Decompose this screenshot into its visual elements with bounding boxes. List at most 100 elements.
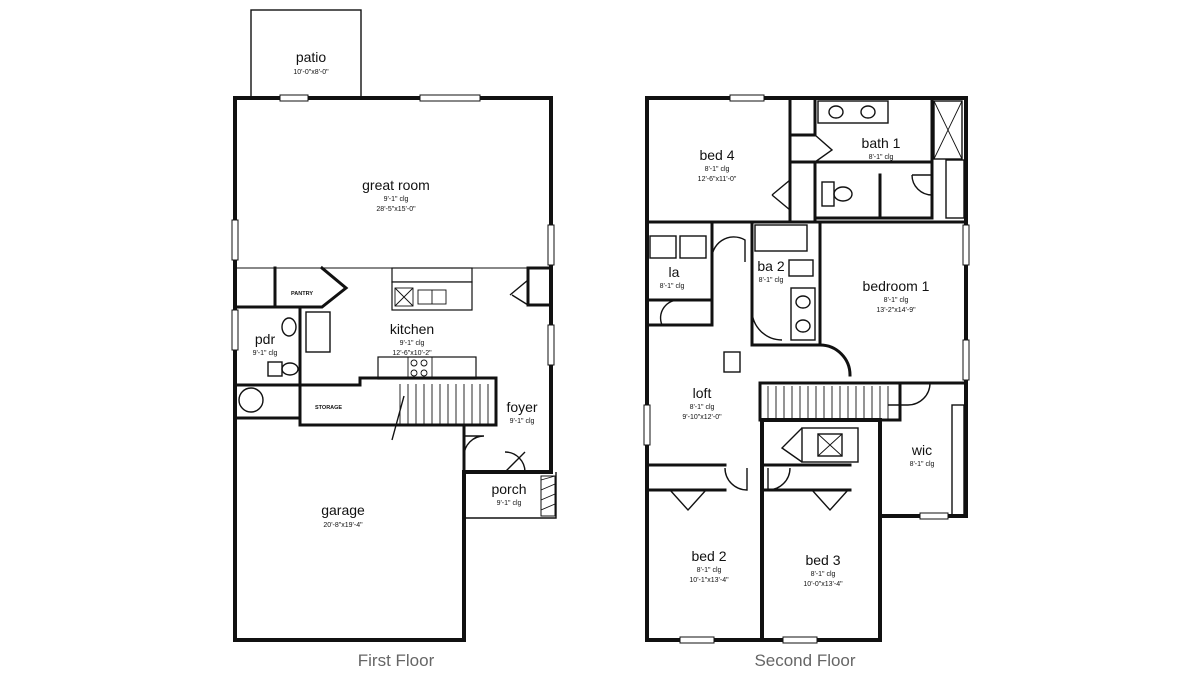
bed4-name: bed 4 [699, 147, 734, 163]
wic-name: wic [911, 442, 932, 458]
window [679, 636, 715, 644]
laundry-closet-door [659, 299, 681, 326]
loft-clg: 8'-1" clg [690, 404, 715, 411]
bath1-toilet-tank [821, 181, 835, 207]
hvac-x [817, 433, 843, 457]
loft-stair-walls [758, 381, 902, 422]
hall-closet [801, 427, 859, 463]
porch-name: porch [491, 481, 526, 497]
bath1-shower [933, 100, 963, 160]
front-door-swing [504, 451, 526, 473]
kitchen-counter [391, 267, 473, 283]
ba2-name: ba 2 [757, 258, 784, 274]
bed2-name: bed 2 [691, 548, 726, 564]
ba2-clg: 8'-1" clg [759, 277, 784, 284]
window [547, 324, 555, 366]
laundry-walls [645, 220, 714, 327]
attic-access [723, 351, 741, 373]
coat-closet-walls [526, 266, 553, 307]
bedroom1-name: bedroom 1 [863, 278, 930, 294]
window [547, 224, 555, 266]
pdr-toilet-tank [267, 361, 283, 377]
ba2-vanity [790, 287, 816, 341]
window [962, 339, 970, 381]
loft-size: 9'-10"x12'-0" [682, 414, 722, 421]
burner [420, 359, 428, 367]
window [729, 94, 765, 102]
bed3-walls [760, 418, 882, 642]
great-room-clg: 9'-1" clg [384, 196, 409, 203]
kitchen-clg: 9'-1" clg [400, 340, 425, 347]
foyer-clg: 9'-1" clg [510, 418, 535, 425]
patio-size: 10'-0"x8'-0" [293, 69, 329, 76]
window [643, 404, 651, 446]
stair-arrow [391, 395, 405, 441]
first-floor-plan [231, 9, 557, 642]
bed2-size: 10'-1"x13'-4" [689, 577, 729, 584]
bed3-clg: 8'-1" clg [811, 571, 836, 578]
water-heater [238, 387, 264, 413]
window [419, 94, 481, 102]
kitchen-size: 12'-6"x10'-2" [392, 350, 432, 357]
room-labels: patio 10'-0"x8'-0" great room 9'-1" clg … [253, 49, 935, 588]
ba2-door [751, 309, 783, 341]
hall-closet-door [780, 427, 803, 463]
linen-door [814, 134, 834, 163]
patio-name: patio [296, 49, 327, 65]
laundry-door [711, 236, 746, 263]
bed2-clg: 8'-1" clg [697, 567, 722, 574]
la-clg: 8'-1" clg [660, 283, 685, 290]
bath1-sink [828, 105, 844, 119]
washer [649, 235, 677, 259]
loft-name: loft [693, 385, 712, 401]
bath1-toilet [833, 186, 853, 202]
bed4-clg: 8'-1" clg [705, 166, 730, 173]
window [231, 309, 239, 351]
bed3-door [767, 467, 791, 491]
bed3-closet-door [811, 489, 849, 512]
burner [410, 369, 418, 377]
window [919, 512, 949, 520]
garage-walls [233, 383, 466, 474]
foyer-door-swing [463, 435, 485, 457]
dishwasher [394, 287, 414, 307]
wic-door [888, 382, 931, 406]
dryer [679, 235, 707, 259]
bath1-name: bath 1 [862, 135, 901, 151]
porch-outline [463, 472, 557, 519]
pdr-name: pdr [255, 331, 276, 347]
pdr-clg: 9'-1" clg [253, 350, 278, 357]
closet-door [509, 279, 529, 306]
wic-clg: 8'-1" clg [910, 461, 935, 468]
bed4-size: 12'-6"x11'-0" [698, 176, 737, 183]
bedroom-closet-walls [645, 463, 852, 492]
refrigerator [305, 311, 331, 353]
bed3-size: 10'-0"x13'-4" [803, 581, 843, 588]
bath1-sink [860, 105, 876, 119]
window [279, 94, 309, 102]
porch-hatch [540, 475, 556, 511]
stair-treads [399, 384, 489, 424]
hvac [817, 433, 843, 457]
wic-shelf [951, 404, 965, 516]
la-name: la [669, 264, 680, 280]
pdr-toilet [281, 362, 299, 376]
ba2-sink [795, 295, 811, 309]
shower-x [933, 100, 963, 160]
bed2-door [724, 467, 748, 491]
kitchen-range-counter [377, 356, 477, 380]
bed3-name: bed 3 [805, 552, 840, 568]
bedroom1-walls [818, 220, 968, 377]
second-floor-plan [643, 94, 970, 644]
dishwasher-x [394, 287, 414, 307]
loft-stair-treads [767, 386, 889, 420]
ba2-tub [754, 224, 808, 252]
burner [420, 369, 428, 377]
bedroom1-size: 13'-2"x14'-9" [876, 307, 916, 314]
first-floor-caption: First Floor [358, 651, 435, 670]
bath1-vanity [817, 100, 889, 124]
burner [410, 359, 418, 367]
bath1-door [911, 174, 933, 196]
great-room-size: 28'-5"x15'-0" [376, 206, 416, 213]
